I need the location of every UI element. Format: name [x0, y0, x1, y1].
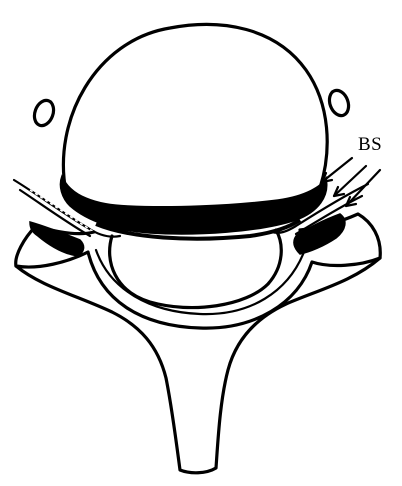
bs-label: BS: [358, 134, 382, 156]
left-foramen: [31, 98, 57, 129]
vertebral-body: [63, 24, 327, 192]
right-foramen: [326, 88, 352, 119]
canal-inner: [96, 250, 304, 314]
bs-arrow-lower: [346, 170, 380, 206]
spinous-process: [16, 258, 380, 473]
